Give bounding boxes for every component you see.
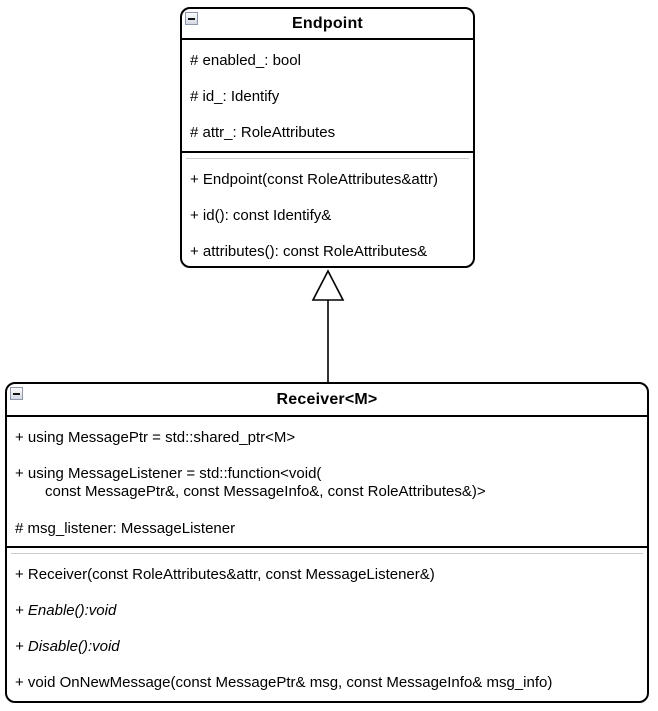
attribute-row: # id_: Identify <box>190 87 280 105</box>
method-row: + id(): const Identify& <box>190 206 332 224</box>
collapse-minus-icon[interactable] <box>185 12 198 25</box>
attribute-row-wrapped-line-2: const MessagePtr&, const MessageInfo&, c… <box>45 483 486 500</box>
attribute-row: # msg_listener: MessageListener <box>15 519 236 537</box>
section-separator-line <box>186 158 469 159</box>
minus-bar <box>13 392 20 395</box>
method-row: + attributes(): const RoleAttributes& <box>190 242 428 260</box>
receiver-methods-section: + Receiver(const RoleAttributes&attr, co… <box>7 554 647 700</box>
method-row: + Receiver(const RoleAttributes&attr, co… <box>15 565 435 583</box>
attribute-row-wrapped-line-1: + using MessageListener = std::function<… <box>15 465 322 482</box>
method-row-abstract: + Enable():void <box>15 601 117 619</box>
endpoint-title-row: Endpoint <box>182 9 473 40</box>
receiver-class-title: Receiver<M> <box>276 390 378 408</box>
receiver-attributes-section: + using MessagePtr = std::shared_ptr<M> … <box>7 417 647 548</box>
endpoint-methods-section: + Endpoint(const RoleAttributes&attr) + … <box>182 159 473 269</box>
collapse-minus-icon[interactable] <box>10 387 23 400</box>
inheritance-arrow <box>311 269 345 383</box>
method-row: + void OnNewMessage(const MessagePtr& ms… <box>15 673 553 691</box>
minus-bar <box>188 17 195 20</box>
section-separator-line <box>11 553 643 554</box>
method-row: + Endpoint(const RoleAttributes&attr) <box>190 170 439 188</box>
attribute-row: # attr_: RoleAttributes <box>190 123 336 141</box>
endpoint-class-box[interactable]: Endpoint # enabled_: bool # id_: Identif… <box>180 7 475 268</box>
receiver-class-box[interactable]: Receiver<M> + using MessagePtr = std::sh… <box>5 382 649 703</box>
attribute-row: # enabled_: bool <box>190 51 301 69</box>
method-row-abstract: + Disable():void <box>15 637 120 655</box>
endpoint-class-title: Endpoint <box>292 14 363 32</box>
endpoint-attributes-section: # enabled_: bool # id_: Identify # attr_… <box>182 40 473 153</box>
attribute-row: + using MessagePtr = std::shared_ptr<M> <box>15 428 296 446</box>
receiver-title-row: Receiver<M> <box>7 384 647 417</box>
